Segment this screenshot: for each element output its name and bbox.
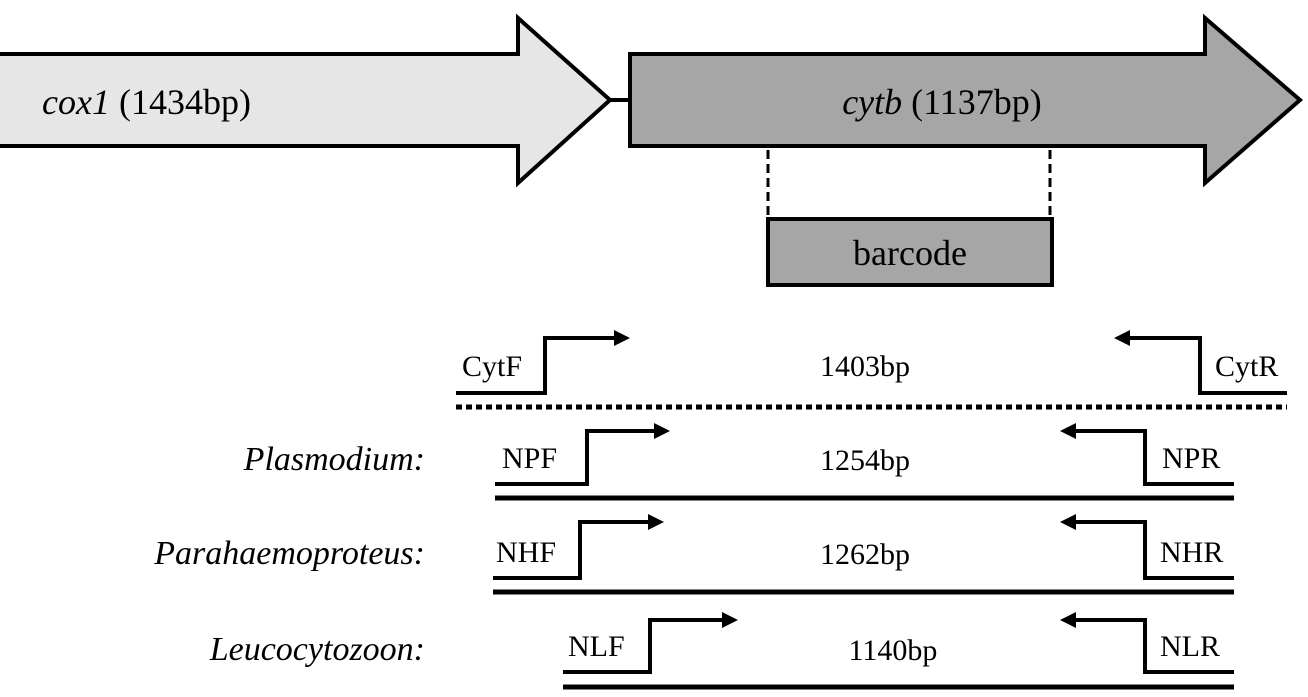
forward-primer-arrow [563, 612, 738, 674]
cytb-label: cytb (1137bp) [842, 82, 1042, 122]
species-label: Parahaemoproteus: [153, 535, 425, 572]
cox1-label: cox1 (1434bp) [42, 82, 251, 122]
cox1-gene-arrow: cox1 (1434bp) [0, 13, 613, 188]
amplicon-row-parahaemoproteus: Parahaemoproteus: NHF NHR 1262bp [153, 514, 1234, 595]
amplicon-length: 1262bp [820, 538, 910, 571]
forward-primer-label: CytF [462, 350, 522, 383]
cytb-gene-arrow: cytb (1137bp) [628, 13, 1304, 188]
barcode-region: barcode [766, 217, 1054, 287]
forward-primer-arrow [456, 330, 630, 395]
amplicon-length: 1254bp [820, 444, 910, 477]
forward-primer-arrow [495, 423, 670, 486]
forward-primer-arrow [493, 514, 664, 580]
species-label: Plasmodium: [243, 441, 425, 478]
reverse-primer-label: NHR [1160, 536, 1223, 569]
reverse-primer-label: NLR [1160, 630, 1220, 663]
forward-primer-label: NHF [496, 536, 556, 569]
species-label: Leucocytozoon: [209, 631, 425, 668]
reverse-primer-label: NPR [1162, 442, 1220, 475]
reverse-primer-arrow [1114, 330, 1287, 395]
reverse-primer-arrow [1060, 514, 1234, 580]
amplicon-row-plasmodium: Plasmodium: NPF NPR 1254bp [243, 423, 1234, 501]
forward-primer-label: NLF [568, 630, 625, 663]
amplicon-length: 1403bp [820, 350, 910, 383]
amplicon-length: 1140bp [849, 634, 938, 667]
barcode-label: barcode [853, 233, 967, 273]
forward-primer-label: NPF [502, 442, 557, 475]
amplicon-row-leucocytozoon: Leucocytozoon: NLF NLR 1140bp [209, 612, 1234, 690]
reverse-primer-arrow [1060, 423, 1234, 486]
reverse-primer-label: CytR [1215, 350, 1278, 383]
reverse-primer-arrow [1060, 612, 1234, 674]
amplicon-row-cyt: CytF CytR 1403bp [456, 330, 1287, 410]
